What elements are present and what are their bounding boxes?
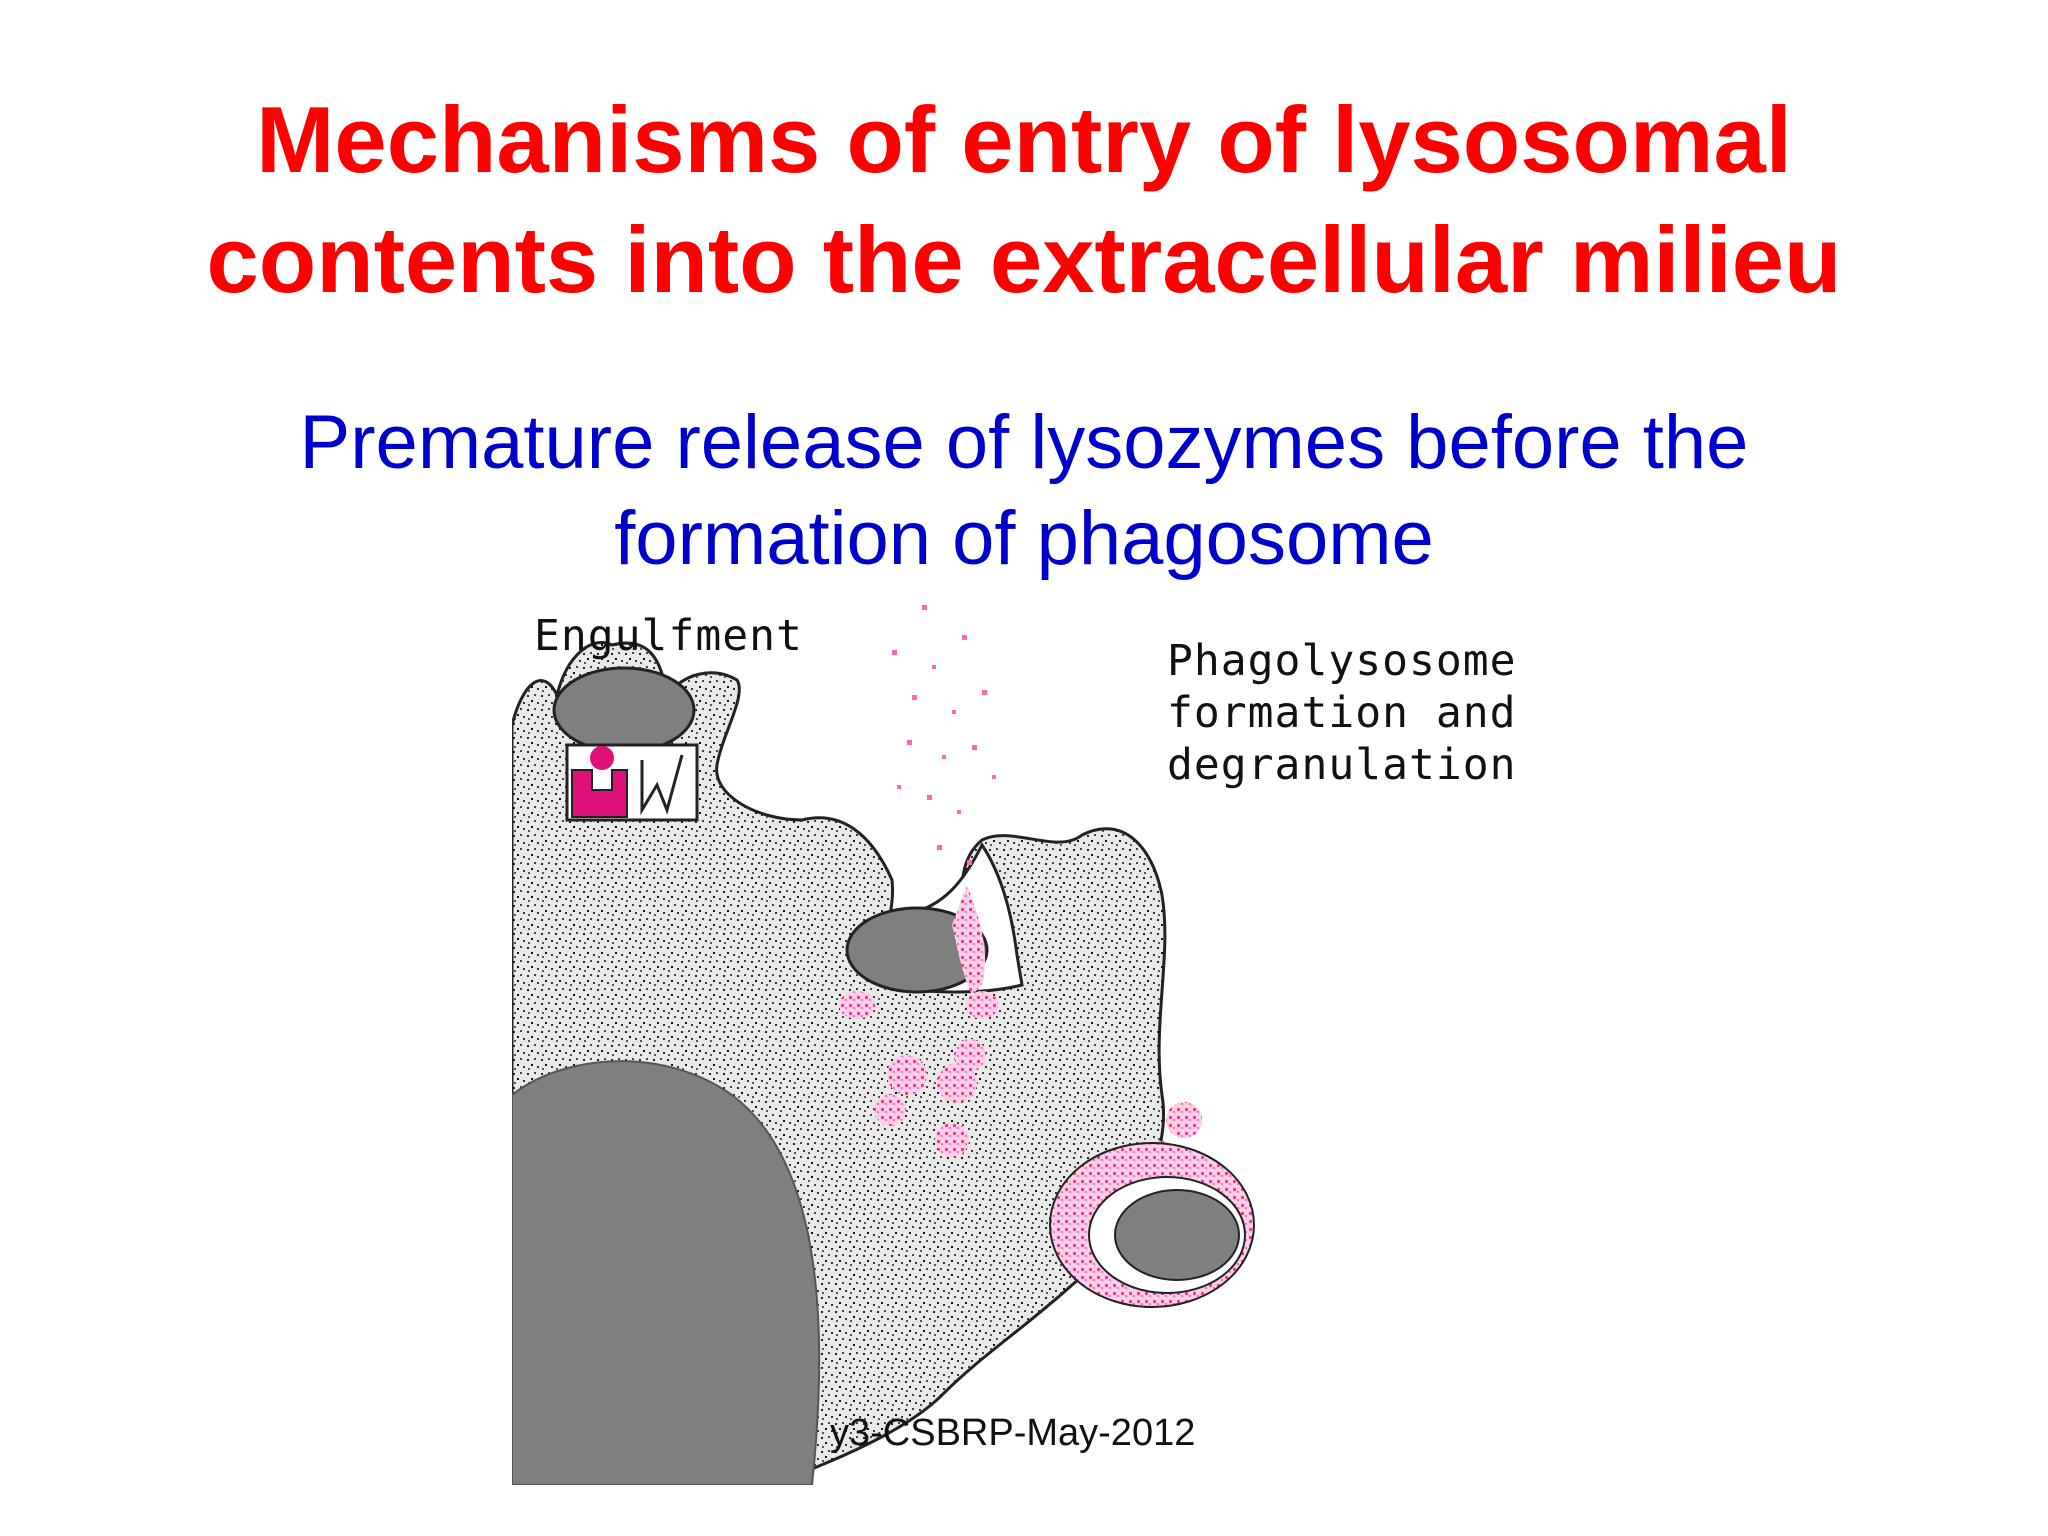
cell-illustration <box>510 605 1255 1487</box>
subtitle-line-1: Premature release of lysozymes before th… <box>299 400 1749 485</box>
phagolysosome-label-line-2: formation and <box>1167 688 1517 738</box>
subtitle-line-2: formation of phagosome <box>614 496 1434 581</box>
granule-right <box>966 991 998 1019</box>
lysosome-granule <box>874 1094 906 1126</box>
phagocytosis-diagram: Engulfment Phagolysosome formation and d… <box>510 595 1532 1487</box>
slide-footer: y3-CSBRP-May-2012 <box>830 1412 1196 1454</box>
phagosome-particle <box>845 906 989 994</box>
engulfment-label: Engulfment <box>534 611 803 661</box>
lysosome-fusion-stream <box>952 885 986 995</box>
lysosome-granule <box>935 1123 969 1157</box>
lysosome-small <box>590 746 614 770</box>
phagolysosome-label-line-1: Phagolysosome <box>1167 636 1517 686</box>
slide-title: Mechanisms of entry of lysosomal content… <box>0 80 2048 320</box>
digested-particle <box>1114 1189 1240 1281</box>
title-line-1: Mechanisms of entry of lysosomal <box>256 87 1792 192</box>
title-line-2: contents into the extracellular milieu <box>206 207 1842 312</box>
lysosome-granule <box>937 1063 977 1103</box>
engulfed-particle <box>552 666 696 754</box>
lysosome-bud <box>1166 1102 1202 1138</box>
membrane-fold <box>640 754 684 816</box>
lysosome-cup <box>571 769 628 818</box>
lysosome-granule <box>887 1055 927 1095</box>
nucleus <box>511 1060 821 1486</box>
slide-subtitle: Premature release of lysozymes before th… <box>0 395 2048 587</box>
lysosome-granule <box>954 1039 986 1071</box>
phagolysosome-label-line-3: degranulation <box>1167 740 1517 790</box>
released-enzyme-dots <box>892 605 996 865</box>
granule-left <box>839 991 875 1019</box>
